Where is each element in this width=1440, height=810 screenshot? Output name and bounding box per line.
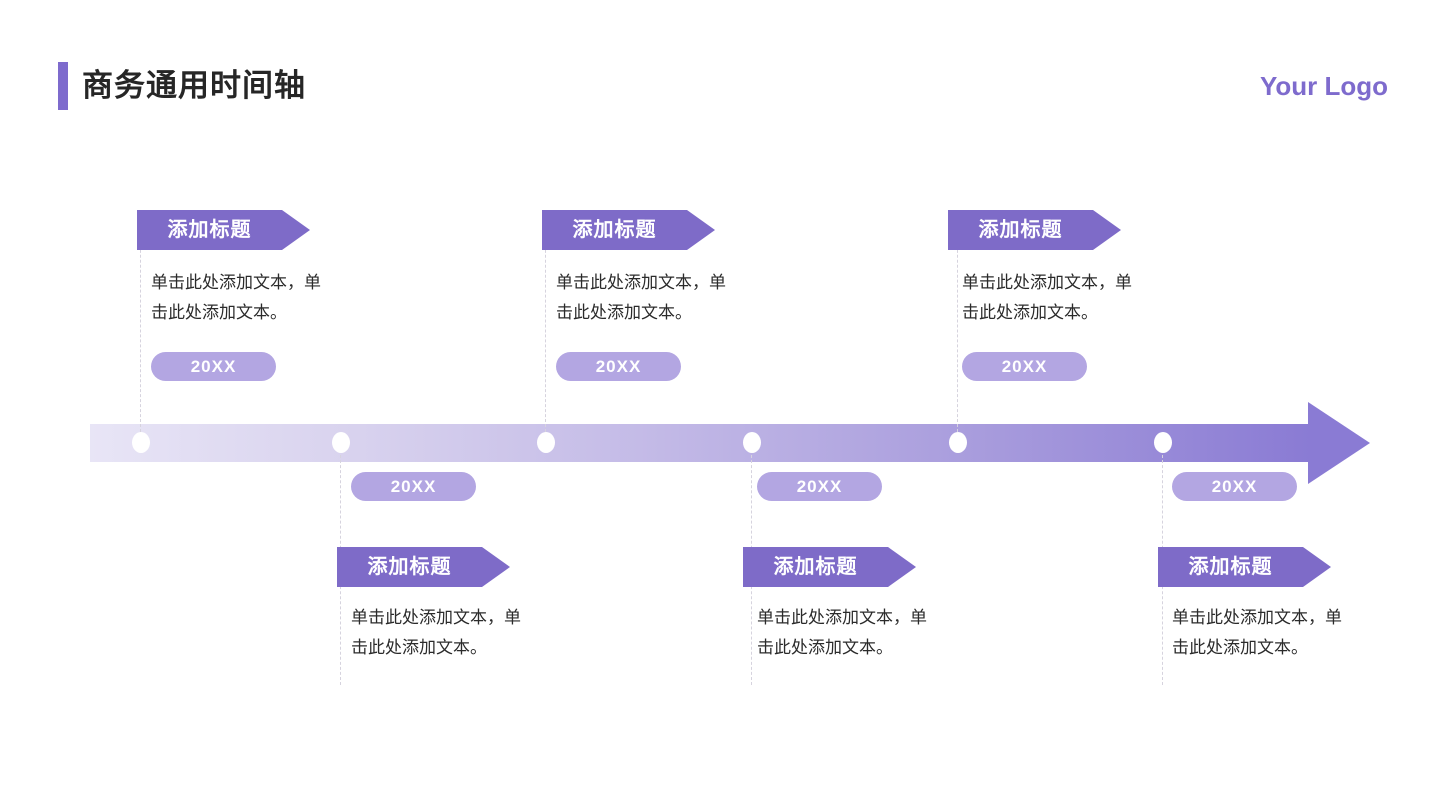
milestone-banner-3: 添加标题 bbox=[542, 210, 715, 250]
banner-body-1 bbox=[137, 210, 282, 250]
milestone-year-1[interactable]: 20XX bbox=[151, 352, 276, 381]
milestone-text-1: 单击此处添加文本，单击此处添加文本。 bbox=[151, 273, 321, 323]
banner-arrow-icon-4 bbox=[888, 547, 916, 587]
timeline-dot-2[interactable] bbox=[332, 432, 350, 453]
milestone-title-4: 添加标题 bbox=[773, 556, 858, 578]
title-accent-bar bbox=[58, 62, 68, 110]
banner-body-5 bbox=[948, 210, 1093, 250]
milestone-card-6[interactable]: 20XX 添加标题 单击此处添加文本，单击此处添加文本。 bbox=[1158, 472, 1363, 663]
timeline-dot-1[interactable] bbox=[132, 432, 150, 453]
milestone-title-2: 添加标题 bbox=[367, 556, 452, 578]
connector-line-3 bbox=[545, 210, 547, 432]
banner-arrow-icon-1 bbox=[282, 210, 310, 250]
slide-header: 商务通用时间轴 Your Logo bbox=[0, 0, 1440, 150]
milestone-year-5[interactable]: 20XX bbox=[962, 352, 1087, 381]
milestone-banner-4: 添加标题 bbox=[743, 547, 916, 587]
milestone-card-4[interactable]: 20XX 添加标题 单击此处添加文本，单击此处添加文本。 bbox=[743, 472, 948, 663]
banner-body-3 bbox=[542, 210, 687, 250]
banner-arrow-icon-2 bbox=[482, 547, 510, 587]
banner-arrow-icon-6 bbox=[1303, 547, 1331, 587]
milestone-card-1[interactable]: 添加标题 单击此处添加文本，单击此处添加文本。 20XX bbox=[137, 210, 342, 381]
connector-line-1 bbox=[140, 210, 142, 432]
timeline-dot-4[interactable] bbox=[743, 432, 761, 453]
banner-arrow-icon-3 bbox=[687, 210, 715, 250]
connector-line-5 bbox=[957, 210, 959, 432]
timeline-dot-3[interactable] bbox=[537, 432, 555, 453]
page-title: 商务通用时间轴 bbox=[82, 68, 306, 103]
milestone-banner-6: 添加标题 bbox=[1158, 547, 1331, 587]
banner-arrow-icon-5 bbox=[1093, 210, 1121, 250]
milestone-year-2[interactable]: 20XX bbox=[351, 472, 476, 501]
milestone-year-6[interactable]: 20XX bbox=[1172, 472, 1297, 501]
logo-text: Your Logo bbox=[1259, 71, 1388, 101]
milestone-card-2[interactable]: 20XX 添加标题 单击此处添加文本，单击此处添加文本。 bbox=[337, 472, 542, 663]
milestone-text-5: 单击此处添加文本，单击此处添加文本。 bbox=[962, 273, 1132, 323]
milestone-banner-1: 添加标题 bbox=[137, 210, 310, 250]
milestone-title-6: 添加标题 bbox=[1188, 556, 1273, 578]
timeline-arrow-head-icon bbox=[1308, 402, 1370, 484]
timeline-axis-bar bbox=[90, 424, 1310, 462]
milestone-title-3: 添加标题 bbox=[572, 219, 657, 241]
milestone-banner-2: 添加标题 bbox=[337, 547, 510, 587]
milestone-banner-5: 添加标题 bbox=[948, 210, 1121, 250]
milestone-card-5[interactable]: 添加标题 单击此处添加文本，单击此处添加文本。 20XX bbox=[948, 210, 1153, 381]
milestone-year-3[interactable]: 20XX bbox=[556, 352, 681, 381]
timeline-dot-6[interactable] bbox=[1154, 432, 1172, 453]
milestone-text-3: 单击此处添加文本，单击此处添加文本。 bbox=[556, 273, 726, 323]
milestone-title-5: 添加标题 bbox=[978, 219, 1063, 241]
milestone-text-6: 单击此处添加文本，单击此处添加文本。 bbox=[1172, 608, 1342, 658]
milestone-title-1: 添加标题 bbox=[167, 219, 252, 241]
milestone-text-4: 单击此处添加文本，单击此处添加文本。 bbox=[757, 608, 927, 658]
banner-body-4 bbox=[743, 547, 888, 587]
banner-body-2 bbox=[337, 547, 482, 587]
milestone-year-4[interactable]: 20XX bbox=[757, 472, 882, 501]
milestone-text-2: 单击此处添加文本，单击此处添加文本。 bbox=[351, 608, 521, 658]
milestone-card-3[interactable]: 添加标题 单击此处添加文本，单击此处添加文本。 20XX bbox=[542, 210, 747, 381]
banner-body-6 bbox=[1158, 547, 1303, 587]
timeline-dot-5[interactable] bbox=[949, 432, 967, 453]
